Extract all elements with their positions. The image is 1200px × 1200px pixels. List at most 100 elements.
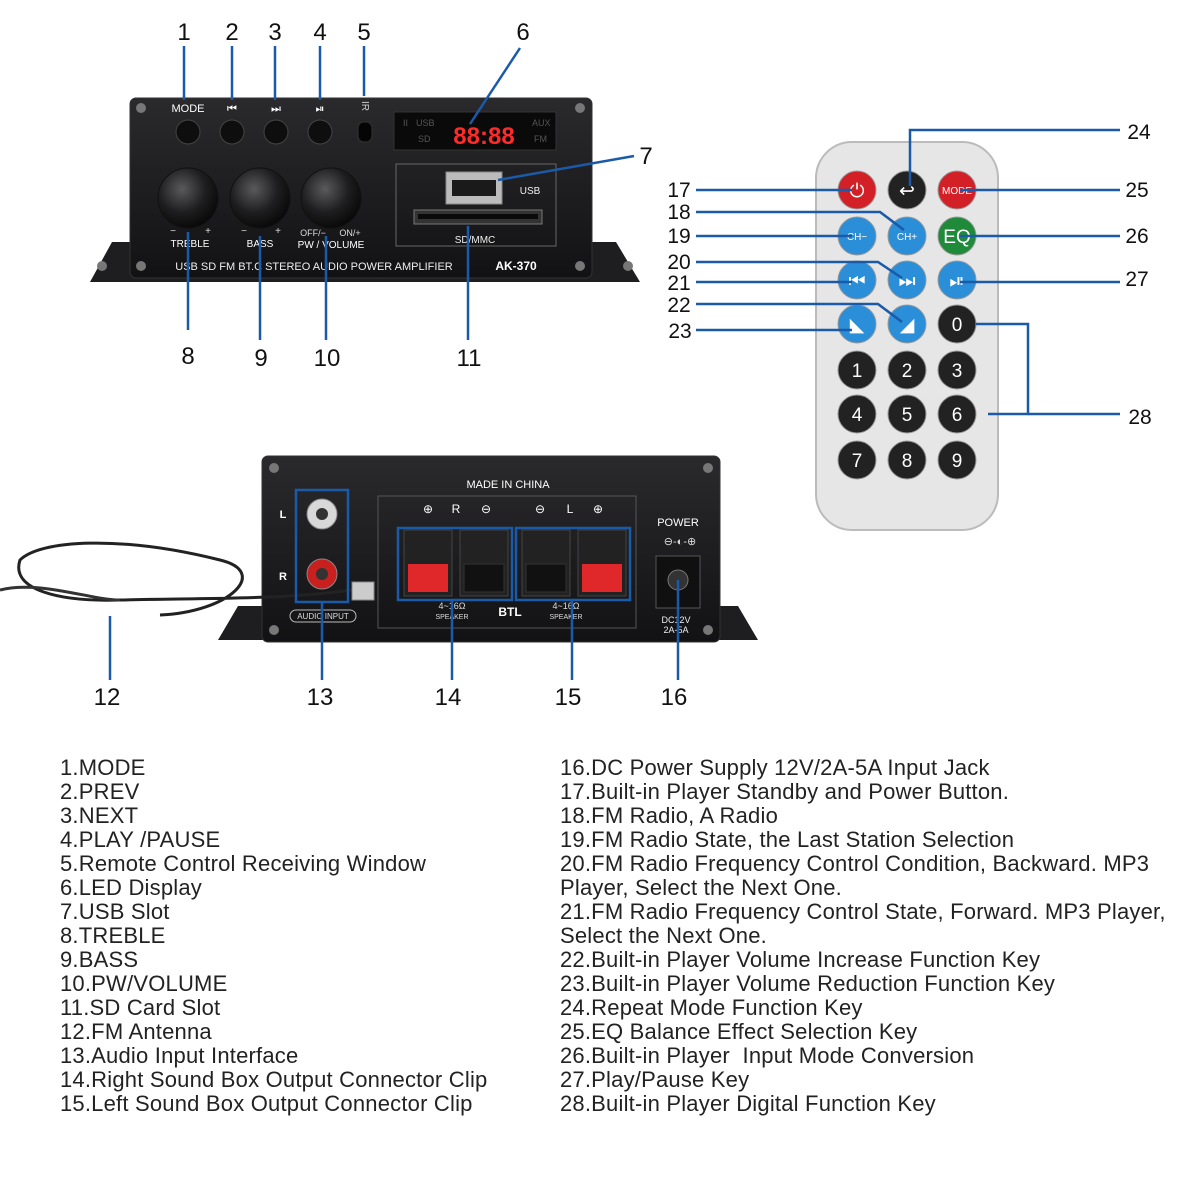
callout-number-7: 7	[639, 143, 652, 170]
remote-button-next[interactable]	[887, 260, 927, 300]
diagram-stage: MODE ⏮ ⏭ ⏯ IR II USB SD AUX FM 88:88 USB…	[0, 19, 1152, 711]
base-screw	[97, 261, 107, 271]
bass-knob[interactable]	[229, 167, 291, 229]
remote-button-play-pause[interactable]	[937, 260, 977, 300]
left-clip-plus-tab	[582, 564, 622, 592]
remote-button-label: 7	[852, 451, 863, 472]
mode-button[interactable]	[175, 119, 201, 145]
remote-button-repeat[interactable]	[887, 170, 927, 210]
speaker-mark-l-minus: ⊖	[535, 502, 545, 516]
legend-item: 22.Built-in Player Volume Increase Funct…	[560, 947, 1041, 972]
screw	[269, 625, 279, 635]
volume-knob-group: OFF/− ON/+ PW / VOLUME	[298, 167, 365, 251]
legend-item: 15.Left Sound Box Output Connector Clip	[60, 1091, 473, 1116]
callout-number-5: 5	[357, 19, 370, 46]
callout-box-14	[396, 526, 514, 602]
usb-sd-frame	[395, 163, 557, 247]
next-button[interactable]	[263, 119, 289, 145]
screw	[269, 463, 279, 473]
legend-item: 23.Built-in Player Volume Reduction Func…	[560, 971, 1056, 996]
display-tag-fm: FM	[534, 134, 547, 144]
front-panel: MODE ⏮ ⏭ ⏯ IR II USB SD AUX FM 88:88 USB…	[90, 97, 640, 282]
legend-item: 12.FM Antenna	[60, 1019, 212, 1044]
callout-number-27: 27	[1125, 268, 1148, 291]
antenna-plug	[351, 581, 375, 601]
rca-left-hole	[316, 508, 328, 520]
display-digits: 88:88	[453, 123, 514, 150]
power-polarity-icon: ⊖-◐-⊕	[664, 536, 696, 548]
remote-button-label: 0	[952, 315, 963, 336]
remote-button-6[interactable]	[937, 394, 977, 434]
volume-label: PW / VOLUME	[298, 240, 365, 251]
screw	[575, 103, 585, 113]
remote-button-label: ⏮	[848, 271, 865, 292]
play-pause-button[interactable]	[307, 119, 333, 145]
callout-lines	[108, 46, 1120, 680]
display-tag-aux: AUX	[532, 118, 551, 128]
remote-button-label: CH+	[897, 232, 917, 243]
callout-number-22: 22	[667, 294, 690, 317]
legend-item: 4.PLAY /PAUSE	[60, 827, 221, 852]
remote-button-label: ⏯	[949, 271, 964, 292]
remote-button-label: ◢	[900, 315, 915, 336]
remote-button-label: 6	[952, 405, 963, 426]
callout-number-23: 23	[668, 320, 691, 343]
callout-number-10: 10	[314, 345, 341, 372]
volume-on-label: ON/+	[339, 228, 360, 238]
remote-button-4[interactable]	[837, 394, 877, 434]
mode-button-label: MODE	[172, 103, 205, 115]
remote-button-3[interactable]	[937, 350, 977, 390]
prev-button-label: ⏮	[227, 103, 237, 115]
made-in-label: MADE IN CHINA	[466, 479, 550, 491]
remote-button-vol-up[interactable]	[887, 304, 927, 344]
treble-knob-group: − + TREBLE	[157, 167, 219, 250]
speaker-mark-l: L	[567, 502, 574, 516]
sd-label: SD/MMC	[455, 235, 496, 246]
legend-item: 16.DC Power Supply 12V/2A-5A Input Jack	[560, 755, 990, 780]
remote-button-2[interactable]	[887, 350, 927, 390]
speaker-mark-r: R	[452, 502, 461, 516]
ir-window	[357, 121, 373, 143]
remote-button-5[interactable]	[887, 394, 927, 434]
left-clip-minus-tab	[525, 563, 567, 593]
remote-button-1[interactable]	[837, 350, 877, 390]
callout-line-20	[696, 260, 903, 280]
callout-number-11: 11	[457, 345, 482, 372]
screw	[575, 261, 585, 271]
prev-button[interactable]	[219, 119, 245, 145]
legend-item: 13.Audio Input Interface	[60, 1043, 299, 1068]
volume-knob[interactable]	[300, 167, 362, 229]
remote-button-7[interactable]	[837, 440, 877, 480]
front-model-text: USB SD FM BT.C STEREO AUDIO POWER AMPLIF…	[175, 261, 453, 273]
remote-button-label: 9	[952, 451, 963, 472]
rca-right-hole	[316, 568, 328, 580]
volume-off-label: OFF/−	[300, 228, 326, 238]
remote-button-label: 8	[902, 451, 913, 472]
legend-item: 20.FM Radio Frequency Control Condition,…	[560, 851, 1156, 900]
callout-number-25: 25	[1125, 179, 1148, 202]
callout-line-18	[696, 210, 905, 231]
remote-button-9[interactable]	[937, 440, 977, 480]
speaker-mark-r-plus: ⊕	[423, 502, 433, 516]
remote-button-label: MODE	[942, 186, 972, 197]
callout-number-21: 21	[667, 272, 690, 295]
callout-number-3: 3	[268, 19, 281, 46]
callout-line-24	[908, 128, 1120, 186]
callout-number-4: 4	[313, 19, 326, 46]
remote-button-label: ⏻	[849, 181, 864, 202]
treble-knob[interactable]	[157, 167, 219, 229]
legend-item: 6.LED Display	[60, 875, 202, 900]
rca-right-label: R	[279, 571, 287, 583]
callout-number-18: 18	[667, 201, 690, 224]
remote-button-label: ◣	[850, 315, 865, 336]
callout-number-13: 13	[307, 684, 334, 711]
legend-item: 11.SD Card Slot	[60, 995, 221, 1020]
callout-number-20: 20	[667, 251, 690, 274]
remote-button-label: CH−	[847, 232, 867, 243]
remote-button-8[interactable]	[887, 440, 927, 480]
left-impedance: 4~16Ω	[553, 601, 580, 611]
diagram-canvas: MODE ⏮ ⏭ ⏯ IR II USB SD AUX FM 88:88 USB…	[0, 19, 1152, 711]
left-speaker-word: SPEAKER	[549, 614, 582, 621]
